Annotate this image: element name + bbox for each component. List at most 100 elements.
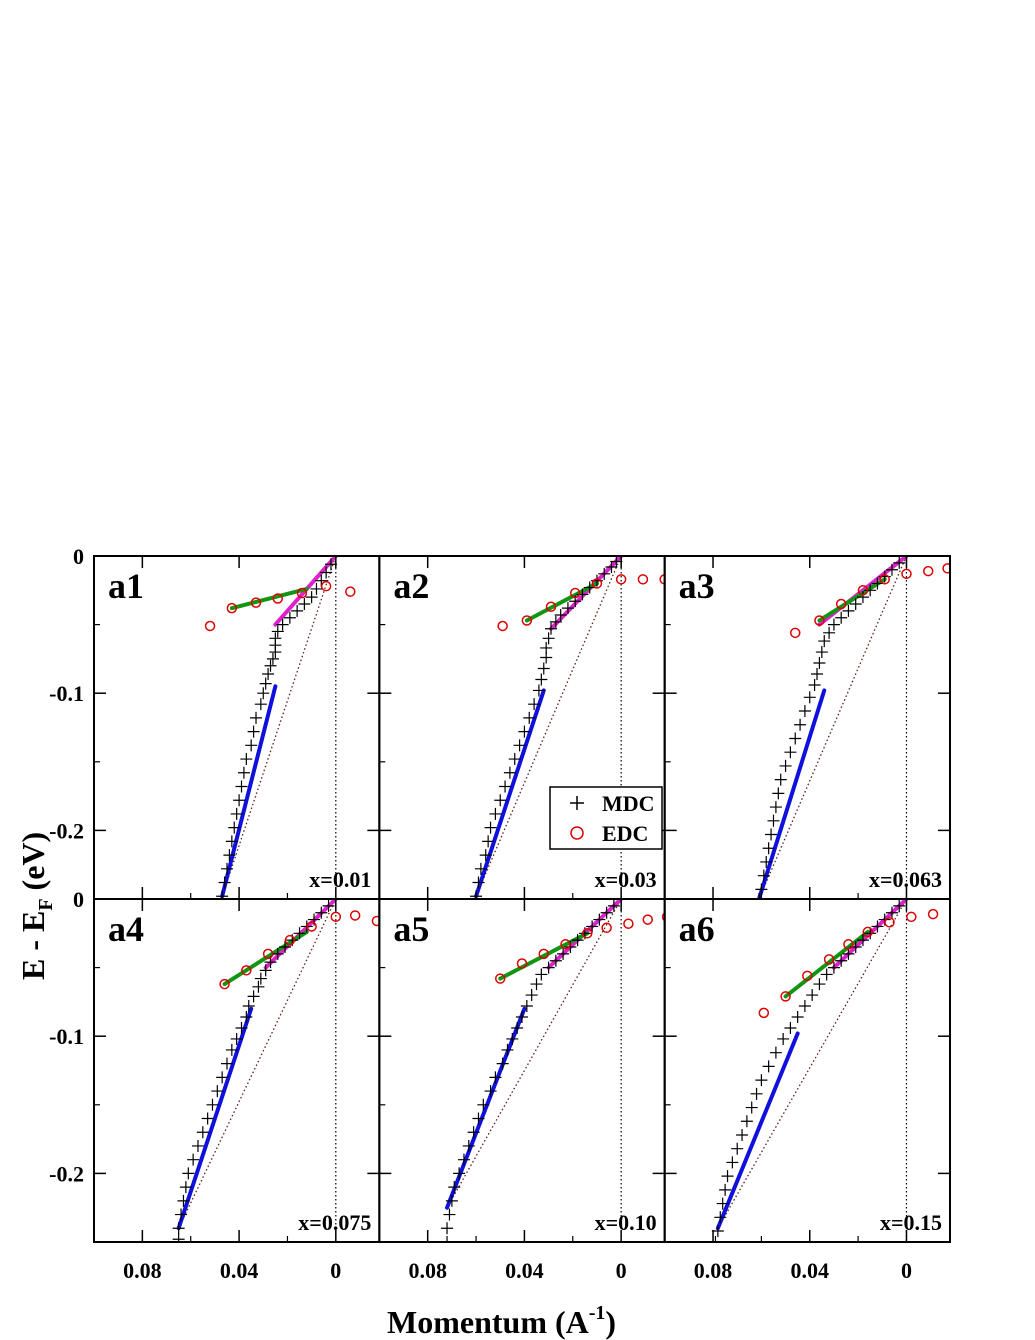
- edc-point: [494, 973, 506, 984]
- panel-label: a4: [108, 909, 144, 949]
- mdc-point: [576, 588, 589, 601]
- mdc-point: [772, 787, 785, 800]
- mdc-point: [762, 842, 775, 855]
- mdc-point: [496, 1057, 509, 1070]
- panel-label: a2: [393, 566, 429, 606]
- mdc-point: [823, 626, 836, 639]
- mdc-point: [820, 968, 833, 981]
- mdc-point: [211, 1085, 224, 1098]
- edc-point: [601, 922, 612, 934]
- mdc-point: [308, 913, 321, 926]
- mdc-point: [441, 1236, 454, 1242]
- mdc-point: [216, 890, 229, 899]
- legend-edc-marker: [570, 826, 584, 840]
- mdc-point: [298, 598, 311, 611]
- edc-point: [835, 598, 847, 610]
- mdc-point: [893, 899, 906, 912]
- mdc-point: [320, 566, 333, 579]
- edc-fit-line: [783, 929, 870, 999]
- mdc-point: [235, 780, 248, 793]
- mdc-point: [714, 1211, 727, 1224]
- mdc-point: [448, 1181, 461, 1194]
- legend-edc-label: EDC: [602, 821, 648, 846]
- mdc-point: [864, 927, 877, 940]
- mdc-point: [324, 558, 337, 571]
- x-tick-label: 0: [330, 1258, 341, 1283]
- mdc-point: [545, 622, 558, 635]
- mdc-point: [818, 635, 831, 648]
- mdc-point: [849, 598, 862, 611]
- mdc-point: [518, 725, 531, 738]
- panel-label: a3: [679, 566, 715, 606]
- x-axis-title-close: ): [605, 1304, 616, 1340]
- edc-point: [516, 958, 528, 969]
- x-tick-label: 0.04: [791, 1258, 830, 1283]
- mdc-point: [182, 1167, 195, 1180]
- mdc-point: [206, 1098, 219, 1111]
- mdc-point: [542, 961, 555, 974]
- mdc-point: [310, 582, 323, 595]
- mdc-point: [842, 604, 855, 617]
- mdc-point: [769, 1046, 782, 1059]
- legend-mdc-label: MDC: [602, 791, 655, 816]
- mdc-point: [233, 794, 246, 807]
- mdc-point: [503, 766, 516, 779]
- edc-point: [296, 587, 308, 599]
- mdc-point: [445, 1194, 458, 1207]
- edc-point: [272, 593, 284, 604]
- edc-point: [591, 578, 603, 589]
- y-tick-label: -0.2: [49, 1161, 84, 1186]
- mdc-point: [806, 989, 819, 1002]
- mdc-point: [269, 646, 282, 659]
- mdc-point: [827, 961, 840, 974]
- y-tick-label: 0: [73, 544, 84, 569]
- edc-point: [802, 970, 813, 982]
- edc-fit-line: [229, 586, 309, 611]
- mdc-point: [467, 1126, 480, 1139]
- edc-point: [615, 574, 627, 585]
- panel-frame: [663, 898, 952, 1243]
- mdc-point: [257, 687, 270, 700]
- panel-a4-content: [172, 899, 380, 1242]
- mdc-point: [757, 869, 770, 882]
- panel-frame: [378, 898, 666, 1243]
- mdc-point: [187, 1153, 200, 1166]
- mdc-point: [474, 862, 487, 875]
- edc-point: [879, 574, 890, 585]
- mdc-point: [235, 1021, 248, 1034]
- legend-mdc-marker: [570, 796, 584, 810]
- mdc-point: [721, 1170, 734, 1183]
- mdc-point: [528, 698, 541, 711]
- mdc-point: [172, 1233, 185, 1242]
- mdc-point: [745, 1101, 758, 1114]
- edc-point: [637, 574, 649, 585]
- mdc-point: [571, 934, 584, 947]
- mdc-point: [457, 1153, 470, 1166]
- low-energy-fit-line: [220, 684, 278, 899]
- mdc-point: [216, 1071, 229, 1084]
- x-tick-label: 0.04: [505, 1258, 544, 1283]
- mdc-point: [598, 567, 611, 580]
- y-tick-label: -0.2: [49, 818, 84, 843]
- mdc-point: [711, 1225, 724, 1238]
- mdc-point: [240, 1010, 253, 1023]
- x-tick-label: 0.08: [123, 1258, 162, 1283]
- mdc-point: [864, 584, 877, 597]
- mdc-point: [264, 659, 277, 672]
- bare-band-guide: [475, 556, 622, 897]
- panel-frame: [663, 555, 952, 900]
- x-tick-label: 0: [616, 1258, 627, 1283]
- edc-point: [642, 914, 653, 925]
- edc-point: [582, 928, 593, 939]
- mdc-point: [779, 759, 792, 772]
- mdc-point: [462, 1139, 475, 1152]
- high-energy-fit-line: [549, 556, 624, 631]
- mdc-point: [740, 1115, 753, 1128]
- mdc-point: [250, 711, 263, 724]
- mdc-point: [871, 920, 884, 933]
- mdc-point: [283, 611, 296, 624]
- mdc-point: [276, 618, 289, 631]
- edc-point: [569, 587, 581, 599]
- mdc-point: [242, 1000, 255, 1013]
